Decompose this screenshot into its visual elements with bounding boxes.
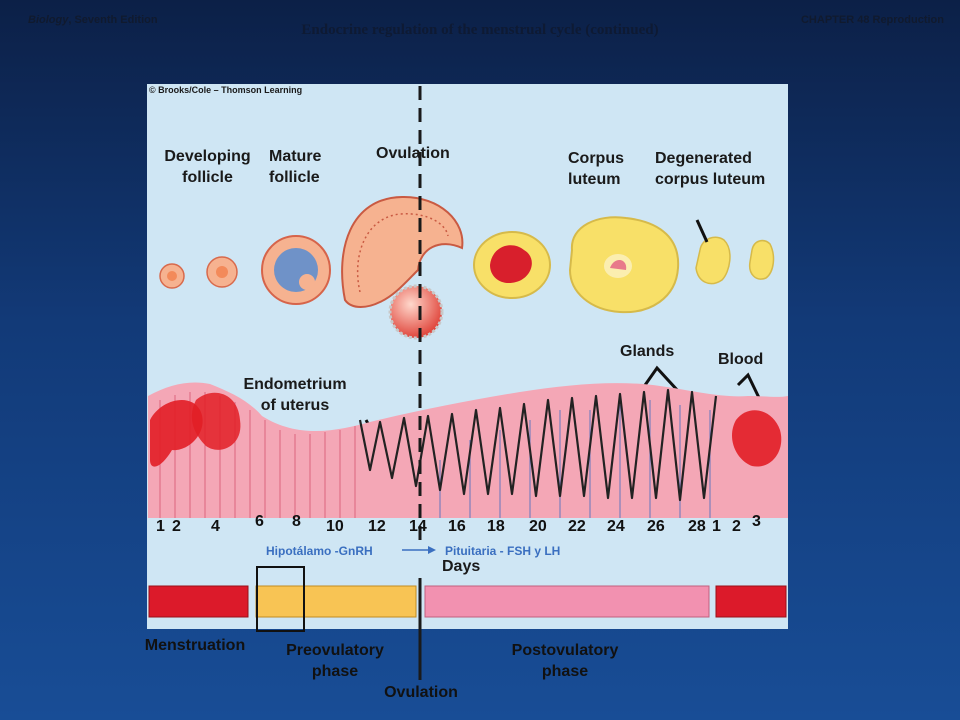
early-corpus-luteum xyxy=(473,231,551,299)
blood-label: Blood xyxy=(718,351,764,368)
ruptured-follicle-shape xyxy=(341,195,464,308)
book-title: Biology, Seventh Edition xyxy=(28,14,158,26)
day-tick: 4 xyxy=(211,518,220,535)
menstruation-bar xyxy=(148,585,249,618)
blood-pointer xyxy=(736,372,764,405)
endometrium-tissue xyxy=(148,382,788,518)
day-tick: 8 xyxy=(292,513,301,530)
menstruation-bar-next xyxy=(715,585,787,618)
glands-label: Glands xyxy=(620,343,675,360)
days-axis-label: Days xyxy=(442,558,481,575)
day-tick: 28 xyxy=(688,518,706,535)
book-edition: , Seventh Edition xyxy=(68,14,158,26)
slide-title: Endocrine regulation of the menstrual cy… xyxy=(301,22,659,38)
released-egg xyxy=(388,284,444,340)
highlight-box xyxy=(256,566,305,632)
corpus-luteum-shape xyxy=(568,216,680,314)
ovulation-bottom-label: Ovulation xyxy=(384,684,458,701)
corpus-luteum-label: Corpus luteum xyxy=(568,150,624,188)
day-tick: 1 xyxy=(156,518,165,535)
preovulatory-label: Preovulatory phase xyxy=(286,642,384,680)
day-tick: 24 xyxy=(607,518,625,535)
preovulatory-bar xyxy=(255,585,417,618)
mature-follicle-label: Mature follicle xyxy=(269,148,322,186)
day-tick: 16 xyxy=(448,518,466,535)
follicle-stage-2 xyxy=(206,256,238,288)
day-tick: 6 xyxy=(255,513,264,530)
day-tick: 2 xyxy=(172,518,181,535)
day-tick: 22 xyxy=(568,518,586,535)
hormone-arrowhead xyxy=(428,546,436,554)
figure-panel xyxy=(147,84,788,629)
menstruation-label: Menstruation xyxy=(144,637,246,654)
glands-pointer xyxy=(641,365,681,394)
follicle-stage-1 xyxy=(159,263,185,289)
day-tick: 1 xyxy=(712,518,721,535)
hormone-left-label: Hipotálamo -GnRH xyxy=(266,544,373,558)
day-tick: 14 xyxy=(409,518,427,535)
day-tick: 3 xyxy=(752,513,761,530)
day-tick: 18 xyxy=(487,518,505,535)
day-tick: 12 xyxy=(368,518,386,535)
day-tick: 26 xyxy=(647,518,665,535)
chapter-label: CHAPTER 48 Reproduction xyxy=(800,14,944,26)
degenerated-pointer xyxy=(695,219,709,243)
postovulatory-label: Postovulatory phase xyxy=(511,642,619,680)
degenerated-corpus-luteum-label: Degenerated corpus luteum xyxy=(655,150,766,188)
ovulation-top-label: Ovulation xyxy=(376,145,450,162)
copyright-notice: © Brooks/Cole – Thomson Learning xyxy=(149,85,303,95)
developing-follicle-label: Developing follicle xyxy=(164,148,251,186)
day-tick: 10 xyxy=(326,518,344,535)
degenerated-corpus-luteum-shape xyxy=(695,236,775,285)
day-tick: 2 xyxy=(732,518,741,535)
mature-follicle-shape xyxy=(261,235,331,305)
day-tick: 20 xyxy=(529,518,547,535)
hormone-right-label: Pituitaria - FSH y LH xyxy=(445,544,561,558)
book-name: Biology xyxy=(28,14,69,26)
endometrium-label: Endometrium of uterus xyxy=(243,376,347,414)
postovulatory-bar xyxy=(424,585,710,618)
